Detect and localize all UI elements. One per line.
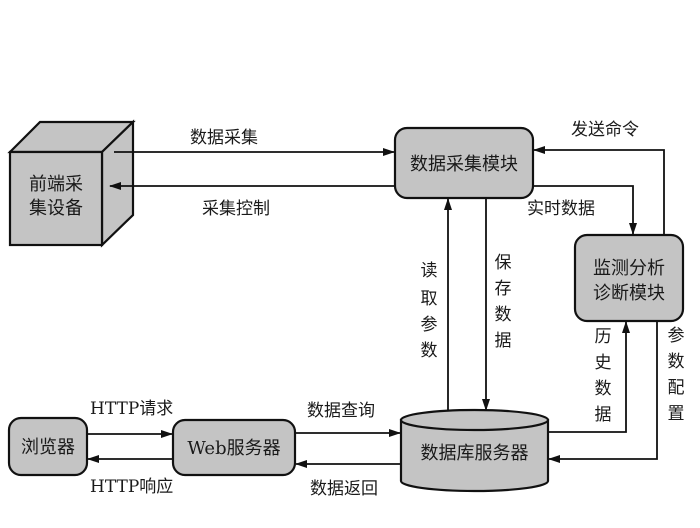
db-server-node: 数据库服务器 xyxy=(399,408,550,493)
browser-node: 浏览器 xyxy=(7,416,89,477)
edge-data-collect-label: 数据采集 xyxy=(190,128,258,148)
browser-label: 浏览器 xyxy=(21,437,75,458)
edge-read-params-char: 取 xyxy=(421,289,438,309)
edge-collect-control-label: 采集控制 xyxy=(202,199,270,219)
edge-read-params-char: 数 xyxy=(421,341,438,361)
edge-history-data-char: 史 xyxy=(595,353,612,373)
db-cylinder-body xyxy=(399,418,550,493)
web-server-label: Web服务器 xyxy=(187,438,280,459)
edge-history-data-label: 历 史 数 据 xyxy=(595,327,612,425)
edge-history-data-char: 数 xyxy=(595,379,612,399)
edge-history-data-arrow xyxy=(548,321,630,433)
edge-http-request-label: HTTP请求 xyxy=(90,399,173,419)
edge-param-config-char: 数 xyxy=(668,352,685,372)
browser-box xyxy=(7,416,89,477)
web-server-box xyxy=(171,418,297,477)
data-collection-module-label: 数据采集模块 xyxy=(410,154,518,175)
edge-save-data-label: 保 存 数 据 xyxy=(495,253,512,351)
edge-read-params-char: 参 xyxy=(421,315,438,335)
edge-save-data-char: 存 xyxy=(495,279,512,299)
edge-history-data-char: 据 xyxy=(595,405,612,425)
monitor-module-label-line1: 监测分析 xyxy=(593,258,665,279)
edge-data-query-label: 数据查询 xyxy=(307,401,375,421)
web-server-node: Web服务器 xyxy=(171,418,297,477)
edge-http-response-label: HTTP响应 xyxy=(90,477,173,497)
edge-param-config-char: 参 xyxy=(668,326,685,346)
frontend-device-label-line1: 前端采 xyxy=(29,174,83,195)
monitor-module-node: 监测分析 诊断模块 xyxy=(573,233,685,323)
edge-save-data-char: 数 xyxy=(495,305,512,325)
edge-param-config-char: 置 xyxy=(668,404,685,424)
edge-realtime-data-label: 实时数据 xyxy=(527,199,595,219)
edge-send-command-arrow xyxy=(533,146,665,235)
edge-realtime-data-arrow xyxy=(533,185,637,235)
frontend-device-node: 前端采 集设备 xyxy=(7,119,136,248)
data-collection-module-node: 数据采集模块 xyxy=(393,126,535,200)
edge-save-data-char: 保 xyxy=(495,253,512,273)
edge-read-params-char: 读 xyxy=(421,261,438,281)
data-collection-module-box xyxy=(393,126,535,200)
db-server-label: 数据库服务器 xyxy=(421,443,529,464)
db-cylinder-top xyxy=(399,408,550,432)
edge-send-command-label: 发送命令 xyxy=(571,120,639,140)
edge-param-config-char: 配 xyxy=(668,378,685,398)
edge-history-data-char: 历 xyxy=(595,327,612,347)
frontend-device-label-line2: 集设备 xyxy=(29,198,83,219)
monitor-module-label-line2: 诊断模块 xyxy=(593,283,665,304)
edge-save-data-char: 据 xyxy=(495,331,512,351)
cube-front-face xyxy=(8,150,104,247)
edge-param-config-label: 参 数 配 置 xyxy=(668,326,685,424)
edge-read-params-label: 读 取 参 数 xyxy=(421,261,438,361)
edge-data-return-label: 数据返回 xyxy=(310,479,378,499)
edge-param-config-arrow xyxy=(548,321,658,463)
